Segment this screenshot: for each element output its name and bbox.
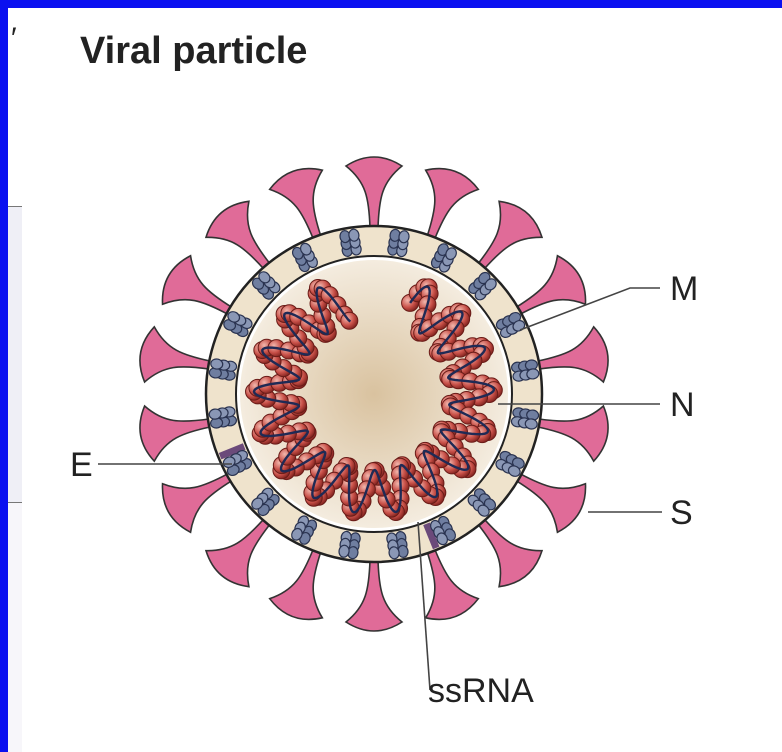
spike-protein — [346, 157, 402, 228]
membrane-protein — [511, 359, 540, 382]
spike-protein — [533, 395, 613, 462]
membrane-protein — [338, 531, 361, 560]
membrane-protein — [511, 407, 540, 430]
membrane-protein — [387, 229, 410, 258]
spike-protein — [533, 325, 613, 392]
spike-protein — [136, 325, 216, 392]
membrane-protein — [209, 358, 238, 381]
spike-protein — [136, 395, 216, 462]
spike-protein — [346, 560, 402, 631]
label-m: M — [670, 270, 698, 308]
label-s: S — [670, 494, 693, 532]
label-e: E — [70, 446, 93, 484]
label-n: N — [670, 386, 695, 424]
membrane-protein — [339, 228, 362, 257]
label-ssrna: ssRNA — [428, 672, 534, 710]
membrane-protein — [386, 531, 409, 560]
membrane-protein — [208, 406, 237, 429]
